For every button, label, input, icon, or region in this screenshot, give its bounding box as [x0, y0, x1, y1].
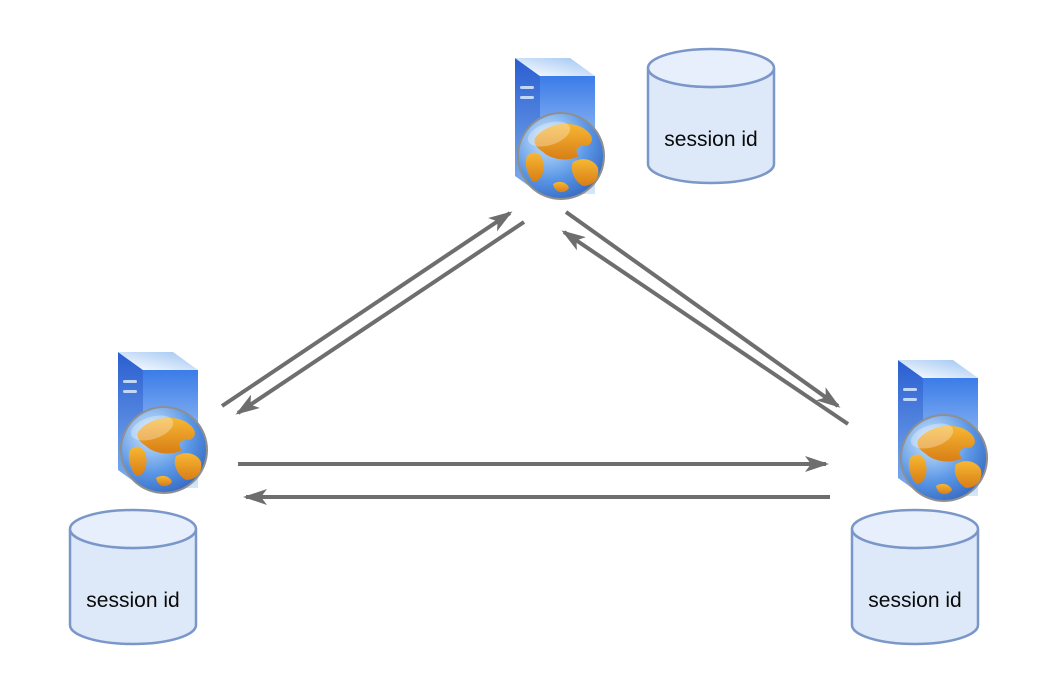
globe-icon — [898, 412, 990, 504]
arrow-right-to-top — [561, 230, 850, 426]
left-session-database: session id — [66, 505, 200, 649]
top-session-database: session id — [644, 44, 778, 188]
database-cylinder-icon — [644, 44, 778, 188]
arrow-top-to-right — [564, 210, 841, 408]
session-id-label: session id — [664, 128, 758, 151]
arrow-top-to-left — [235, 220, 526, 415]
database-cylinder-icon — [66, 505, 200, 649]
right-session-database: session id — [848, 505, 982, 649]
right-web-server — [848, 330, 998, 515]
top-web-server — [465, 28, 615, 213]
database-cylinder-icon — [848, 505, 982, 649]
left-web-server — [68, 322, 218, 507]
globe-icon — [118, 404, 210, 496]
session-id-label: session id — [86, 589, 180, 612]
arrow-left-to-top — [220, 211, 513, 408]
session-id-label: session id — [868, 589, 962, 612]
globe-icon — [515, 110, 607, 202]
